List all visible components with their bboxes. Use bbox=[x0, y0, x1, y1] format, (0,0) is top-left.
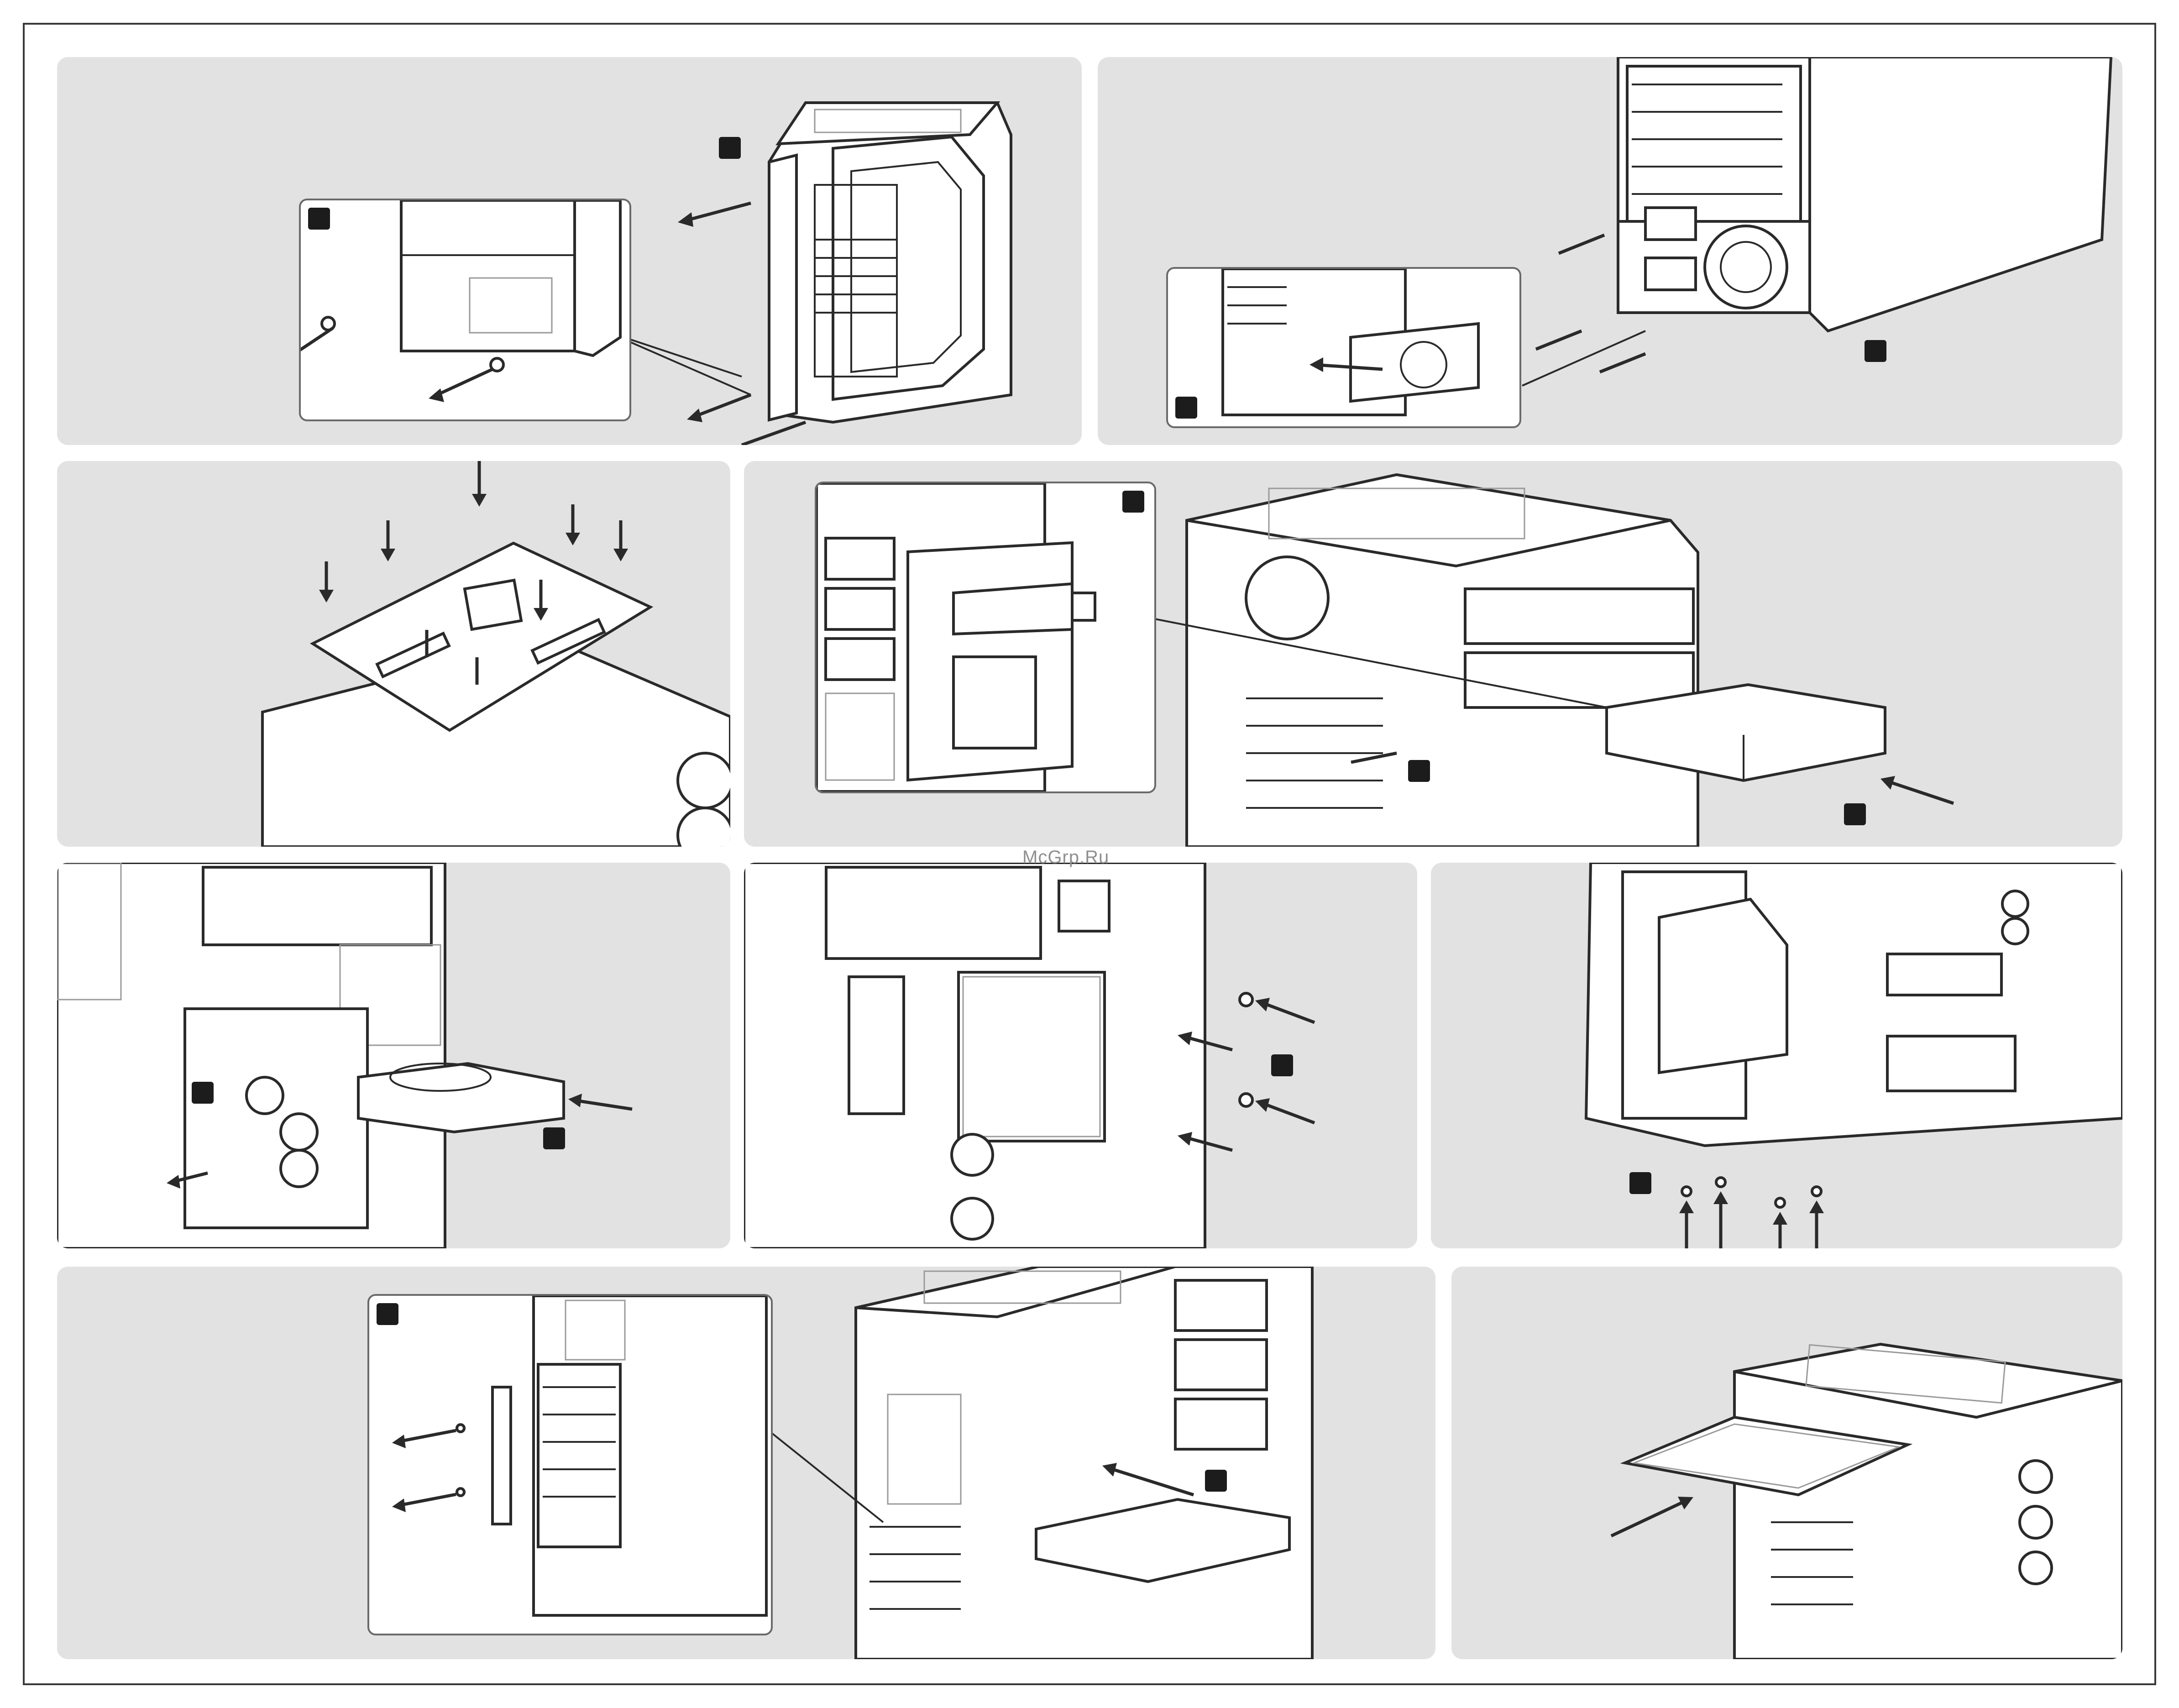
step-badge-inset-optical-a bbox=[1122, 491, 1144, 513]
thumbscrew-detail-illustration bbox=[301, 200, 629, 419]
ssd-drive bbox=[1659, 899, 1787, 1073]
ssd-bottom-illustration bbox=[1431, 863, 2122, 1248]
panel-side-panel-removal bbox=[57, 57, 1082, 445]
panel-motherboard-install bbox=[57, 461, 730, 847]
screw bbox=[1812, 1187, 1821, 1196]
panel-ssd-bottom-install bbox=[1431, 863, 2122, 1248]
psu-fan bbox=[1705, 226, 1787, 308]
watermark: McGrp.Ru bbox=[1022, 847, 1109, 868]
case-rear-detail bbox=[401, 200, 575, 351]
bay-cover-plate bbox=[953, 584, 1072, 634]
inset-psu-slide-in bbox=[1166, 267, 1521, 428]
step-badge-optical-c bbox=[1408, 760, 1430, 782]
step-badge-hdd-screw bbox=[1271, 1054, 1293, 1076]
step-badge-optical-b bbox=[1844, 803, 1866, 825]
panel-psu-install bbox=[1098, 57, 2122, 445]
panel-expansion-card-install bbox=[57, 1267, 1435, 1659]
motherboard-install-illustration bbox=[57, 461, 730, 847]
hdd-tool-free-illustration bbox=[57, 863, 730, 1248]
drive-bay-cover-illustration bbox=[817, 483, 1154, 791]
panel-optical-drive-install bbox=[744, 461, 2122, 847]
step-badge-side-panel-b bbox=[719, 137, 741, 159]
cpu-socket bbox=[465, 580, 521, 629]
inset-thumbscrew-detail bbox=[299, 199, 631, 421]
psu-box bbox=[1351, 324, 1478, 401]
step-badge-card-b bbox=[1205, 1470, 1227, 1492]
inset-drive-bay-cover bbox=[815, 482, 1156, 793]
step-badge-psu-b bbox=[1865, 340, 1886, 362]
panel-hdd-screw-install bbox=[744, 863, 1417, 1248]
step-badge-ssd bbox=[1629, 1172, 1651, 1194]
step-badge-inset-card-a bbox=[377, 1303, 398, 1325]
step-badge-hdd-b bbox=[192, 1082, 214, 1104]
side-panel-door bbox=[769, 155, 796, 420]
slot-cover-removal-illustration bbox=[369, 1296, 771, 1634]
step-badge-inset-a bbox=[308, 208, 330, 230]
hdd-screw-illustration bbox=[744, 863, 1417, 1248]
hdd-cage bbox=[959, 972, 1105, 1141]
hard-drive bbox=[358, 1064, 564, 1132]
slot-cover-bracket bbox=[492, 1387, 511, 1524]
screw bbox=[1716, 1178, 1725, 1187]
screw bbox=[1240, 993, 1252, 1006]
drive-bay-upper bbox=[1465, 589, 1693, 644]
hdd-cage bbox=[185, 1009, 367, 1228]
screw bbox=[1682, 1187, 1691, 1196]
screw bbox=[1776, 1198, 1785, 1207]
panel-hdd-tool-free-install bbox=[57, 863, 730, 1248]
psu-slide-in-illustration bbox=[1168, 269, 1519, 426]
screw bbox=[1240, 1094, 1252, 1106]
inset-slot-cover-removal bbox=[367, 1294, 773, 1635]
panel-dust-filter-install bbox=[1451, 1267, 2122, 1659]
thumbscrew bbox=[491, 358, 503, 371]
dust-filter-illustration bbox=[1451, 1267, 2122, 1659]
step-badge-inset-psu-a bbox=[1175, 397, 1197, 419]
step-badge-hdd-a bbox=[543, 1127, 565, 1149]
